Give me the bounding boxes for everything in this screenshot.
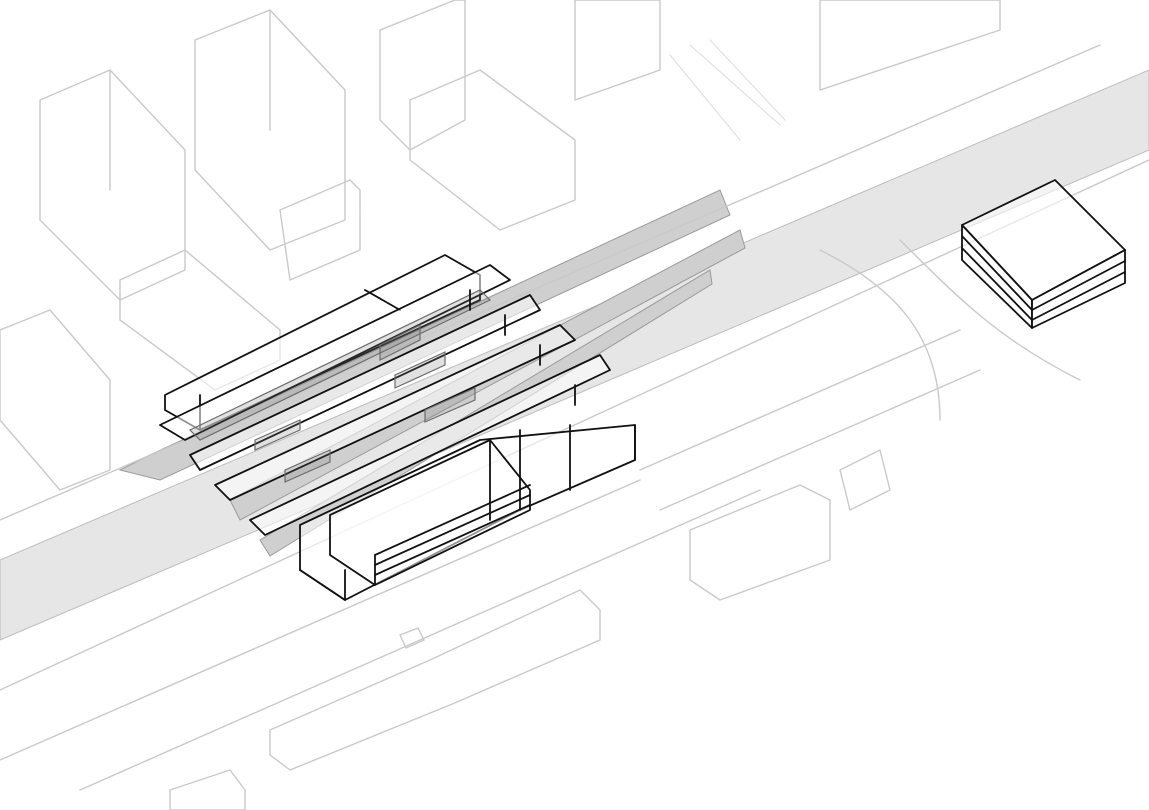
canopy-2-stair bbox=[379, 324, 421, 361]
hall-floor-line-2 bbox=[374, 494, 531, 566]
context-block-4 bbox=[409, 69, 576, 231]
street-stripe-2 bbox=[689, 44, 781, 126]
road-south-3 bbox=[79, 489, 761, 791]
road-south-2 bbox=[659, 369, 981, 511]
parking-slab-2-west bbox=[961, 247, 1033, 321]
context-block-7 bbox=[0, 309, 111, 491]
station-building bbox=[159, 254, 636, 601]
platform-canopy-3 bbox=[214, 324, 576, 501]
platform-canopy-1 bbox=[159, 264, 511, 441]
parking-slab-1-west bbox=[961, 235, 1033, 311]
context-block-south-3 bbox=[839, 449, 891, 511]
platform-canopy-4 bbox=[249, 354, 611, 536]
rail-edge-north bbox=[0, 44, 1101, 521]
road-curve-east bbox=[819, 249, 941, 421]
canopy-2-stair-west bbox=[284, 449, 331, 483]
context-block-8 bbox=[279, 179, 361, 281]
context-block-9 bbox=[819, 0, 1001, 91]
context-block-south-4 bbox=[169, 769, 246, 810]
context-buildings-north bbox=[0, 0, 1001, 491]
context-tower-1 bbox=[39, 69, 186, 301]
context-block-south-1 bbox=[689, 484, 831, 601]
canopy-3-stair bbox=[394, 351, 446, 389]
road-south-4 bbox=[0, 479, 641, 761]
parking-slab-1-south bbox=[1031, 260, 1126, 311]
road-curve-east-2 bbox=[899, 239, 1081, 381]
hall-floor-line-3 bbox=[374, 504, 531, 576]
context-block-5 bbox=[574, 0, 661, 101]
context-roads-south bbox=[0, 239, 1081, 810]
canopy-1-stair bbox=[254, 419, 301, 451]
context-block-south-2 bbox=[269, 589, 601, 771]
hall-edge-2 bbox=[299, 569, 346, 601]
parking-structure bbox=[961, 179, 1126, 329]
north-entrance-divide bbox=[364, 289, 401, 311]
context-kiosk bbox=[399, 627, 425, 649]
street-stripe-3 bbox=[709, 39, 786, 121]
rail-edge-south bbox=[0, 159, 1149, 691]
canopy-4-stair bbox=[424, 387, 476, 423]
platform-canopy-2 bbox=[189, 294, 541, 471]
hall-floor-line-1 bbox=[374, 484, 531, 556]
parking-slab-2-south bbox=[1031, 271, 1126, 321]
context-tower-3 bbox=[379, 0, 466, 151]
street-stripe-1 bbox=[669, 54, 741, 141]
road-south-1 bbox=[639, 329, 961, 471]
